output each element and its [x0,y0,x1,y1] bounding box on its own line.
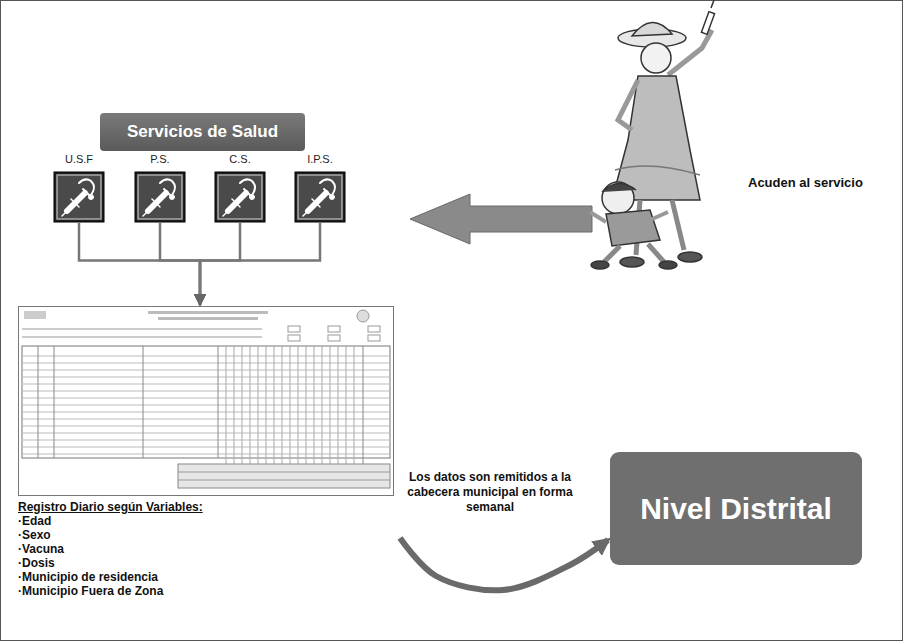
block-arrow [410,194,592,244]
syringe-icon [214,171,266,223]
service-icon: P.S. [130,153,190,223]
service-icon: I.P.S. [290,153,350,223]
service-header: Servicios de Salud [100,113,305,151]
icon-label: I.P.S. [290,153,350,165]
form-sheet [18,306,394,496]
people-illustration [590,0,715,269]
box-label: Nivel Distrital [640,492,832,526]
note-label: Acuden al servicio [748,175,863,190]
service-icon: U.S.F [49,153,109,223]
service-icon: C.S. [210,153,270,223]
connector [200,223,240,305]
list-heading: Registro Diario según Variables: [18,500,396,514]
syringe-icon [294,171,346,223]
list-item: ·Municipio Fuera de Zona [18,584,396,598]
register-form: Registro Diario según Variables:·Edad·Se… [18,306,396,598]
icon-label: U.S.F [49,153,109,165]
box-label: Servicios de Salud [127,122,278,142]
connector [160,223,200,305]
list-item: ·Vacuna [18,542,396,556]
icon-label: P.S. [130,153,190,165]
syringe-icon [53,171,105,223]
connector [400,538,608,590]
list-item: ·Dosis [18,556,396,570]
district-box: Nivel Distrital [610,452,862,565]
edge-label: Los datos son remitidos a la cabecera mu… [402,470,578,515]
list-item: ·Edad [18,514,396,528]
list-item: ·Municipio de residencia [18,570,396,584]
list-item: ·Sexo [18,528,396,542]
connector [200,223,320,305]
icon-label: C.S. [210,153,270,165]
connector [79,223,200,305]
syringe-icon [134,171,186,223]
